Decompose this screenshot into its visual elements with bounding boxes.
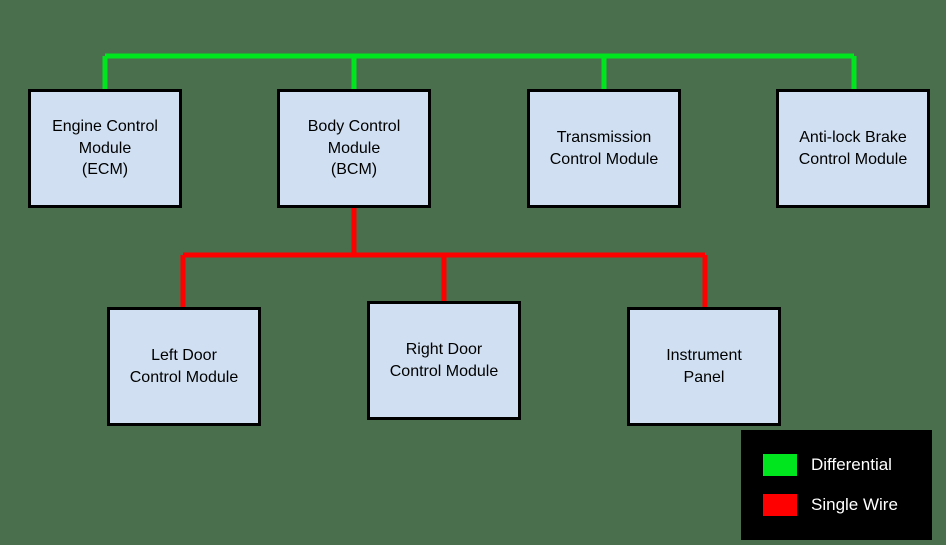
node-instrument-panel[interactable]: Instrument Panel <box>627 307 781 426</box>
node-left-door-control-module[interactable]: Left Door Control Module <box>107 307 261 426</box>
legend-label-differential: Differential <box>811 455 892 474</box>
legend-swatch-differential-icon <box>763 454 797 476</box>
single-wire-bus <box>180 208 708 307</box>
differential-bus <box>102 53 857 89</box>
legend-item-single-wire: Single Wire <box>763 494 932 516</box>
node-right-door-control-module[interactable]: Right Door Control Module <box>367 301 521 420</box>
legend: Differential Single Wire <box>741 430 932 540</box>
legend-item-differential: Differential <box>763 454 932 476</box>
node-transmission-control-module[interactable]: Transmission Control Module <box>527 89 681 208</box>
node-engine-control-module[interactable]: Engine Control Module (ECM) <box>28 89 182 208</box>
node-anti-lock-brake-control-module[interactable]: Anti-lock Brake Control Module <box>776 89 930 208</box>
legend-swatch-single-wire-icon <box>763 494 797 516</box>
legend-label-single-wire: Single Wire <box>811 495 898 514</box>
node-body-control-module[interactable]: Body Control Module (BCM) <box>277 89 431 208</box>
